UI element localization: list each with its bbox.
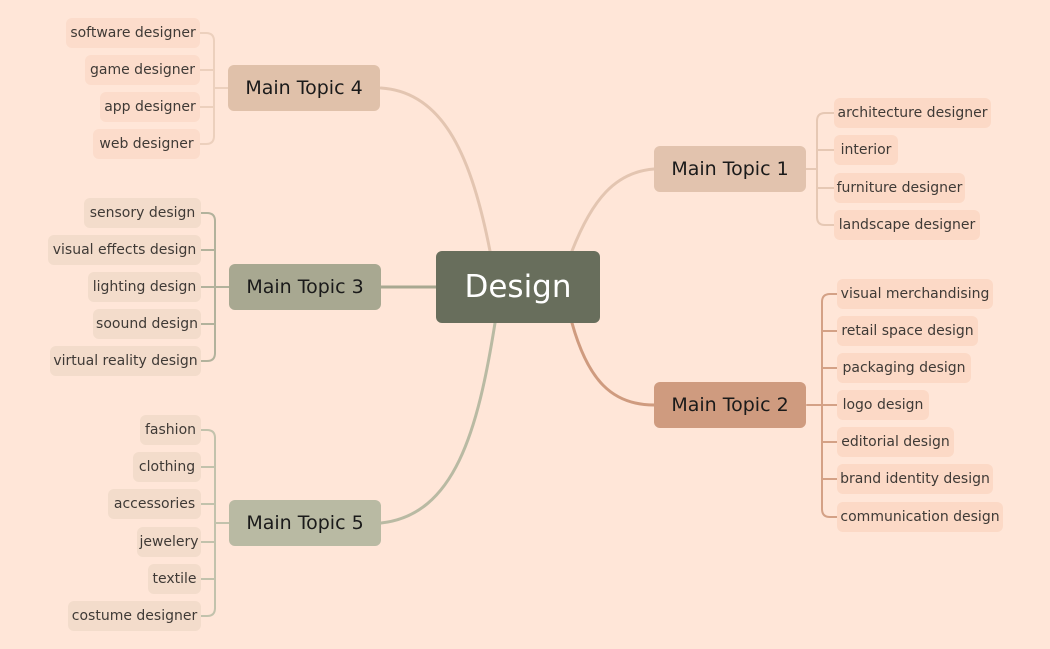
- subtopic-topic-3-3[interactable]: lighting design: [88, 272, 201, 302]
- subtopic-topic-4-4[interactable]: web designer: [93, 129, 200, 159]
- central-topic-label: Design: [464, 269, 572, 305]
- subtopic-topic-1-3[interactable]: furniture designer: [834, 173, 965, 203]
- subtopic-topic-2-1[interactable]: visual merchandising: [837, 279, 993, 309]
- bracket-branch-topic-2-1: [821, 293, 838, 303]
- subtopic-topic-3-5[interactable]: virtual reality design: [50, 346, 201, 376]
- bracket-branch-topic-3-5: [200, 352, 216, 362]
- subtopic-topic-4-1[interactable]: software designer: [66, 18, 200, 48]
- bracket-branch-topic-1-4: [816, 216, 835, 226]
- main-topic-4-label: Main Topic 4: [245, 77, 363, 99]
- subtopic-topic-5-4[interactable]: jewelery: [137, 527, 201, 557]
- bracket-branch-topic-1-1: [816, 112, 835, 122]
- subtopic-topic-2-3[interactable]: packaging design: [837, 353, 971, 383]
- main-topic-1[interactable]: Main Topic 1: [654, 146, 806, 192]
- connector-topic-4: [379, 86, 492, 253]
- subtopic-topic-5-6[interactable]: costume designer: [68, 601, 201, 631]
- subtopic-topic-4-2[interactable]: game designer: [85, 55, 200, 85]
- bracket-branch-topic-5-6: [200, 607, 216, 617]
- connector-topic-1: [570, 167, 656, 253]
- subtopic-topic-3-4[interactable]: soound design: [93, 309, 201, 339]
- subtopic-topic-5-3[interactable]: accessories: [108, 489, 201, 519]
- subtopic-topic-5-1[interactable]: fashion: [140, 415, 201, 445]
- main-topic-2-label: Main Topic 2: [671, 394, 789, 416]
- main-topic-5[interactable]: Main Topic 5: [229, 500, 381, 546]
- subtopic-topic-2-2[interactable]: retail space design: [837, 316, 978, 346]
- subtopic-topic-1-4[interactable]: landscape designer: [834, 210, 980, 240]
- bracket-branch-topic-4-1: [199, 32, 215, 42]
- subtopic-topic-2-7[interactable]: communication design: [837, 502, 1003, 532]
- subtopic-topic-2-5[interactable]: editorial design: [837, 427, 954, 457]
- connector-topic-2: [570, 321, 656, 407]
- main-topic-3[interactable]: Main Topic 3: [229, 264, 381, 310]
- bracket-branch-topic-3-1: [200, 212, 216, 222]
- connector-topic-5: [379, 321, 497, 525]
- bracket-branch-topic-5-1: [200, 429, 216, 439]
- subtopic-topic-2-6[interactable]: brand identity design: [837, 464, 993, 494]
- subtopic-topic-3-2[interactable]: visual effects design: [48, 235, 201, 265]
- subtopic-topic-5-5[interactable]: textile: [148, 564, 201, 594]
- central-topic[interactable]: Design: [436, 251, 600, 323]
- main-topic-4[interactable]: Main Topic 4: [228, 65, 380, 111]
- main-topic-1-label: Main Topic 1: [671, 158, 789, 180]
- subtopic-topic-4-3[interactable]: app designer: [100, 92, 200, 122]
- subtopic-topic-5-2[interactable]: clothing: [133, 452, 201, 482]
- subtopic-topic-2-4[interactable]: logo design: [837, 390, 929, 420]
- main-topic-3-label: Main Topic 3: [246, 276, 364, 298]
- main-topic-2[interactable]: Main Topic 2: [654, 382, 806, 428]
- main-topic-5-label: Main Topic 5: [246, 512, 364, 534]
- subtopic-topic-3-1[interactable]: sensory design: [84, 198, 201, 228]
- subtopic-topic-1-2[interactable]: interior: [834, 135, 898, 165]
- bracket-branch-topic-4-4: [199, 135, 215, 145]
- bracket-branch-topic-2-7: [821, 508, 838, 518]
- subtopic-topic-1-1[interactable]: architecture designer: [834, 98, 991, 128]
